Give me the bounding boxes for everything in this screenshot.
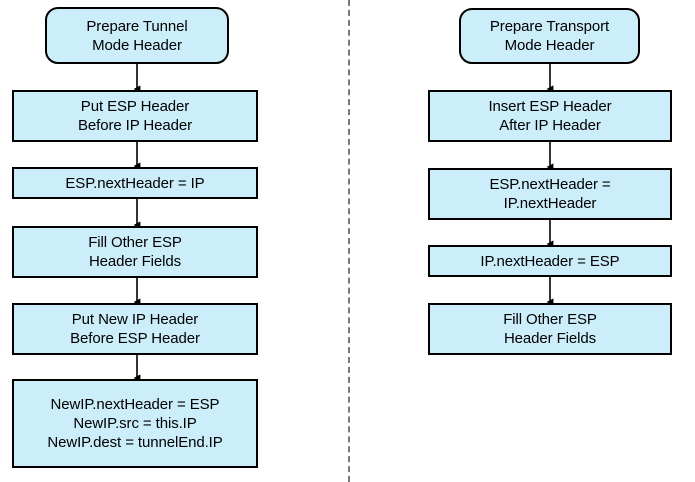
flow-node-transport-step-1[interactable]: Insert ESP Header After IP Header — [428, 90, 672, 142]
flow-node-tunnel-step-4[interactable]: Put New IP Header Before ESP Header — [12, 303, 258, 355]
flow-node-tunnel-step-1[interactable]: Put ESP Header Before IP Header — [12, 90, 258, 142]
flow-node-tunnel-start[interactable]: Prepare Tunnel Mode Header — [45, 7, 229, 64]
flow-node-label: Fill Other ESP Header Fields — [88, 234, 182, 270]
column-divider — [348, 0, 350, 482]
flow-node-transport-step-4[interactable]: Fill Other ESP Header Fields — [428, 303, 672, 355]
connector-lines — [133, 64, 554, 382]
flow-node-label: NewIP.nextHeader = ESP NewIP.src = this.… — [47, 396, 223, 451]
flow-node-label: ESP.nextHeader = IP.nextHeader — [489, 176, 611, 212]
flow-node-transport-start[interactable]: Prepare Transport Mode Header — [459, 8, 640, 64]
flow-node-label: Fill Other ESP Header Fields — [503, 311, 597, 347]
flow-node-transport-step-3[interactable]: IP.nextHeader = ESP — [428, 245, 672, 277]
flow-node-tunnel-step-3[interactable]: Fill Other ESP Header Fields — [12, 226, 258, 278]
flow-node-transport-step-2[interactable]: ESP.nextHeader = IP.nextHeader — [428, 168, 672, 220]
flow-node-label: IP.nextHeader = ESP — [480, 252, 620, 270]
flow-node-tunnel-step-5[interactable]: NewIP.nextHeader = ESP NewIP.src = this.… — [12, 379, 258, 468]
flow-node-label: ESP.nextHeader = IP — [65, 174, 205, 192]
flow-node-label: Insert ESP Header After IP Header — [488, 98, 612, 134]
flow-node-tunnel-step-2[interactable]: ESP.nextHeader = IP — [12, 167, 258, 199]
flow-node-label: Prepare Tunnel Mode Header — [86, 17, 188, 54]
flow-node-label: Prepare Transport Mode Header — [489, 18, 610, 54]
flow-node-label: Put New IP Header Before ESP Header — [70, 311, 200, 347]
flow-node-label: Put ESP Header Before IP Header — [77, 98, 193, 134]
